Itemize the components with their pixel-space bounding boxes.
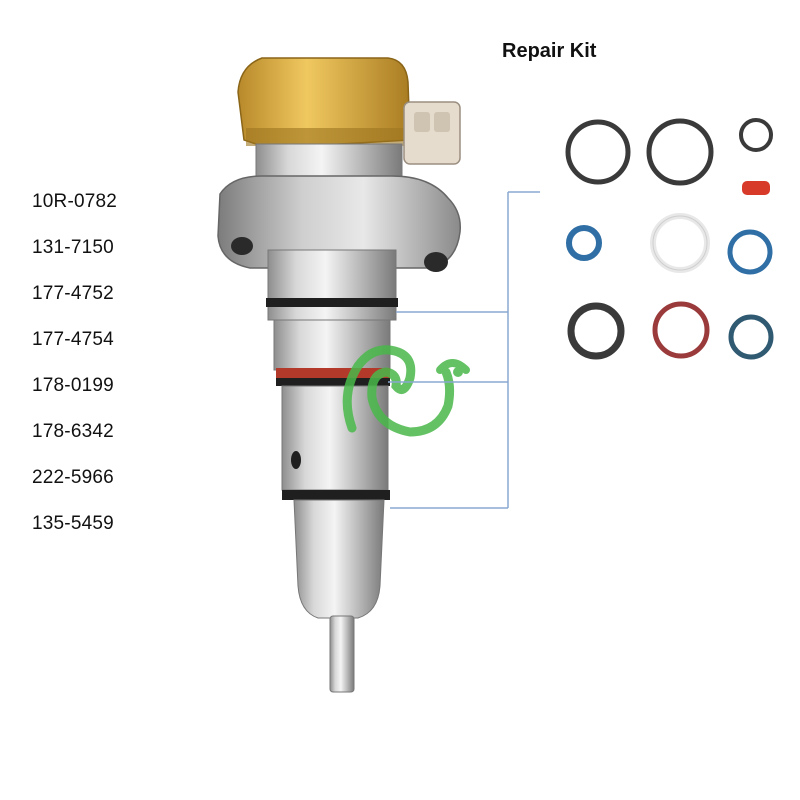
fuel-injector (217, 57, 461, 693)
injector-o-ring-groove (276, 378, 390, 386)
part-number: 178-0199 (32, 375, 114, 396)
leader-lines (388, 191, 540, 509)
part-number-list: 10R-0782 131-7150 177-4752 177-4754 178-… (32, 190, 117, 558)
injector-body-upper (267, 249, 397, 321)
kit-o-ring (565, 119, 631, 185)
injector-connector (403, 101, 461, 165)
kit-o-ring (646, 118, 714, 186)
injector-flange (217, 175, 461, 269)
repair-kit-rings (565, 118, 774, 360)
kit-red-sleeve (742, 181, 770, 195)
kit-o-ring (727, 229, 773, 275)
kit-o-ring (566, 225, 602, 261)
injector-body-mid (273, 319, 391, 371)
flange-bolt-hole (424, 252, 448, 272)
part-number: 10R-0782 (32, 191, 118, 212)
part-number: 178-6342 (32, 421, 114, 442)
injector-cap-band (246, 128, 406, 146)
part-number: 135-5459 (32, 513, 114, 534)
injector-port-hole (291, 451, 301, 469)
kit-o-ring (652, 301, 710, 359)
part-number: 177-4752 (32, 283, 114, 304)
injector-nozzle-tip (329, 615, 355, 693)
injector-collar (255, 143, 403, 181)
injector-o-ring-groove (282, 490, 390, 500)
injector-nozzle-body (293, 499, 385, 619)
kit-o-ring (652, 215, 708, 271)
kit-o-ring (728, 314, 774, 360)
part-number: 222-5966 (32, 467, 114, 488)
repair-kit-title: Repair Kit (502, 40, 597, 62)
kit-o-ring (739, 118, 773, 152)
connector-pin-slot (414, 112, 430, 132)
brand-logo-watermark (342, 345, 470, 437)
connector-pin-slot (434, 112, 450, 132)
part-number: 131-7150 (32, 237, 114, 258)
kit-o-ring (567, 302, 625, 360)
injector-red-seal (276, 368, 390, 378)
flange-bolt-hole (231, 237, 253, 255)
injector-o-ring-groove (266, 298, 398, 307)
part-number: 177-4754 (32, 329, 114, 350)
